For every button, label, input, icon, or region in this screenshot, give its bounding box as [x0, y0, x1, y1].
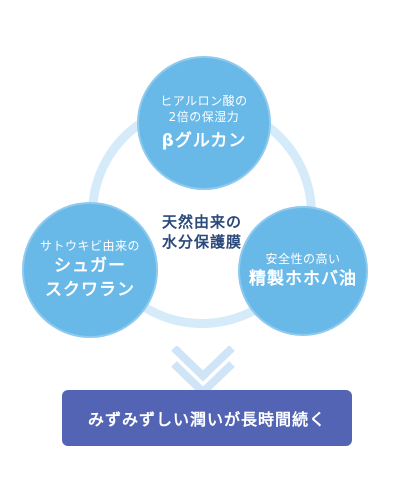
node-top-desc-line2: 2倍の保湿力 — [168, 110, 240, 124]
node-top-title: βグルカン — [161, 131, 247, 151]
node-sugar-squalane: サトウキビ由来の シュガー スクワラン — [22, 202, 158, 338]
node-right-desc: 安全性の高い — [265, 252, 341, 266]
center-label-line2: 水分保護膜 — [161, 233, 242, 251]
node-top-desc-line1: ヒアルロン酸の — [160, 94, 248, 108]
center-label: 天然由来の 水分保護膜 — [140, 212, 264, 252]
node-beta-glucan: ヒアルロン酸の 2倍の保湿力 βグルカン — [137, 56, 271, 190]
result-banner-text: みずみずしい潤いが長時間続く — [87, 410, 326, 429]
double-chevron-down-icon — [171, 346, 235, 396]
result-banner: みずみずしい潤いが長時間続く — [62, 390, 352, 446]
node-left-title-line1: シュガー — [54, 256, 126, 276]
node-right-title: 精製ホホバ油 — [249, 269, 357, 289]
center-label-line1: 天然由来の — [161, 213, 242, 231]
node-jojoba-oil: 安全性の高い 精製ホホバ油 — [238, 206, 368, 336]
node-left-title-line2: スクワラン — [45, 280, 135, 300]
node-left-desc: サトウキビ由来の — [39, 239, 140, 253]
